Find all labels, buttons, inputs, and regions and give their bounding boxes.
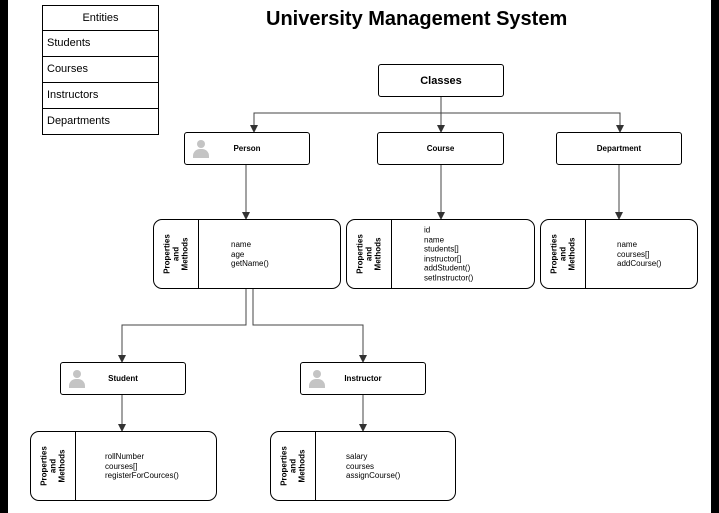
member-assigncourse: assignCourse() [346, 470, 401, 480]
member-courses: courses[] [617, 249, 650, 259]
course-node-label: Course [426, 144, 455, 153]
entities-header: Entities [43, 6, 158, 31]
entity-row-students: Students [43, 31, 158, 57]
instructor-member-list: salary courses assignCourse() [346, 452, 400, 481]
member-courses: courses[] [105, 461, 138, 471]
member-students: students[] [424, 244, 459, 254]
connector-classes-to-department [440, 97, 624, 133]
member-rollnumber: rollNumber [105, 451, 145, 461]
entity-row-instructors: Instructors [43, 83, 158, 109]
person-node: Person [184, 132, 310, 165]
course-node: Course [377, 132, 504, 165]
student-node: Student [60, 362, 186, 395]
member-instructor: instructor[] [424, 254, 462, 263]
instructor-node-label: Instructor [344, 374, 382, 383]
member-addcourse: addCourse() [617, 258, 662, 268]
member-name: name [424, 235, 445, 244]
member-setinstructor: setInstructor() [424, 273, 474, 282]
course-member-list: id name students[] instructor[] addStude… [424, 226, 473, 283]
person-icon [309, 370, 325, 388]
department-member-list: name courses[] addCourse() [617, 240, 661, 269]
member-age: age [231, 249, 245, 259]
connector-person-to-instructor [252, 289, 367, 363]
instructor-node: Instructor [300, 362, 426, 395]
member-registerforcources: registerForCources() [105, 470, 179, 480]
student-node-label: Student [108, 374, 138, 383]
diagram-canvas: University Management System Entities St… [8, 0, 711, 513]
department-node: Department [556, 132, 682, 165]
classes-node-label: Classes [420, 74, 462, 87]
person-icon [69, 370, 85, 388]
entity-row-courses: Courses [43, 57, 158, 83]
member-courses: courses [346, 461, 375, 471]
connector-person-to-student [118, 289, 247, 363]
department-node-label: Department [596, 144, 642, 153]
person-member-list: name age getName() [231, 240, 269, 269]
entity-row-departments: Departments [47, 115, 110, 127]
member-addstudent: addStudent() [424, 263, 471, 273]
page-title: University Management System [266, 8, 568, 30]
entities-table: Entities Students Courses Instructors De… [42, 5, 159, 135]
person-icon [193, 140, 209, 158]
member-getname: getName() [231, 258, 269, 268]
member-name: name [617, 239, 638, 249]
connector-layer [118, 97, 624, 432]
member-salary: salary [346, 451, 368, 461]
classes-node: Classes [378, 64, 504, 97]
member-name: name [231, 239, 252, 249]
member-id: id [424, 225, 431, 235]
student-member-list: rollNumber courses[] registerForCources(… [105, 452, 179, 481]
connector-classes-to-person [250, 97, 442, 133]
person-node-label: Person [233, 144, 261, 153]
